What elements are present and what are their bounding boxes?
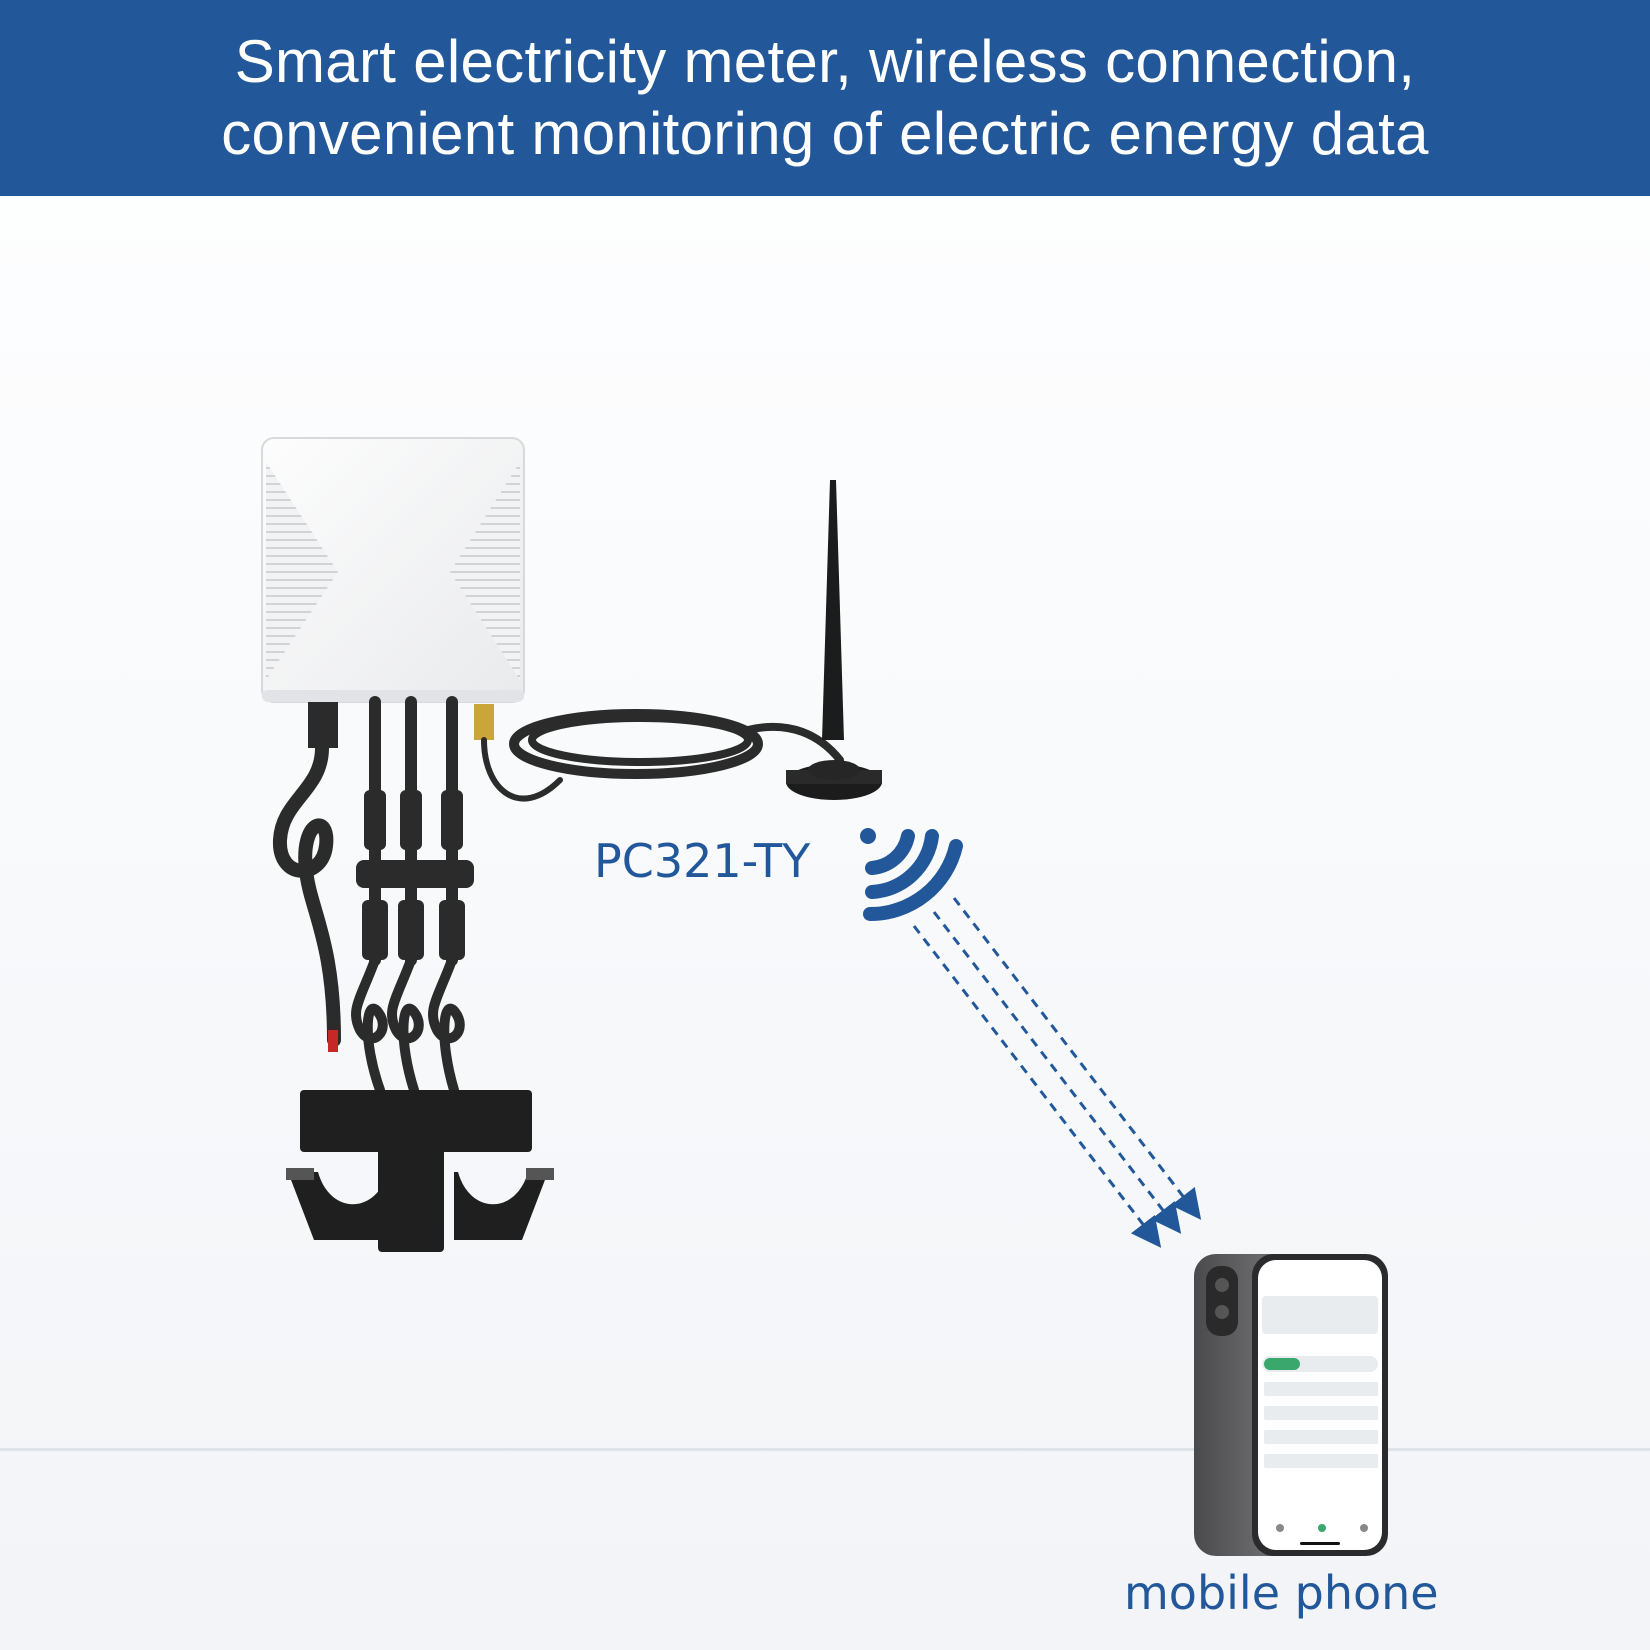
floor-line [0, 1448, 1650, 1451]
meter-device [261, 437, 525, 703]
header-banner: Smart electricity meter, wireless connec… [0, 0, 1650, 196]
phone-label: mobile phone [1124, 1566, 1439, 1620]
phone-illustration [1194, 1254, 1388, 1556]
headline-line-2: convenient monitoring of electric energy… [221, 100, 1429, 167]
device-model-label: PC321-TY [594, 834, 811, 888]
ct-cables [273, 696, 844, 1095]
headline-line-1: Smart electricity meter, wireless connec… [234, 28, 1416, 95]
wireless-signal-icon [860, 828, 963, 922]
ct-clamps [286, 1090, 554, 1252]
signal-arrows-icon [912, 897, 1202, 1248]
antenna [786, 480, 882, 800]
